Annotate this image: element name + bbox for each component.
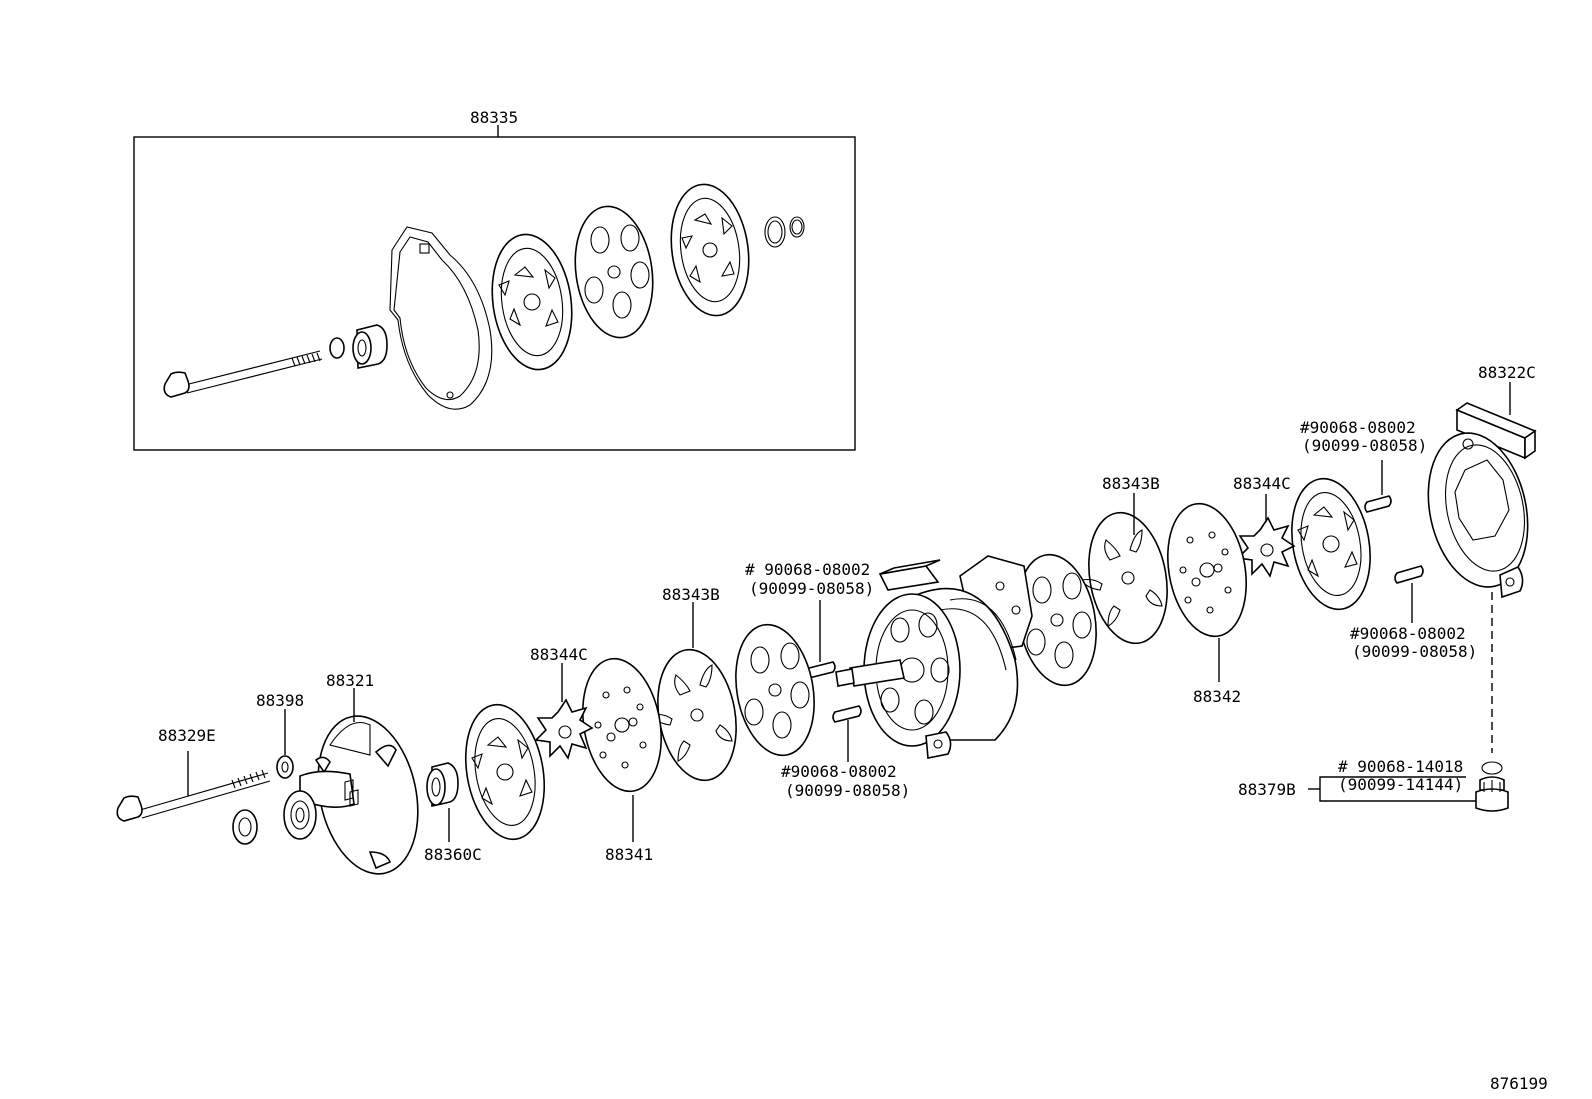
label-90099-08058-d[interactable]: (90099-08058) xyxy=(1352,642,1477,661)
label-88344c-left[interactable]: 88344C xyxy=(530,645,588,664)
kit-suction-reed-gasket[interactable] xyxy=(567,201,661,342)
label-90068-08002-d[interactable]: #90068-08002 xyxy=(1350,624,1466,643)
front-suction-reed-88341[interactable] xyxy=(573,652,671,797)
front-seal-ring[interactable] xyxy=(232,809,258,845)
drain-plug-o-ring[interactable] xyxy=(1481,761,1503,775)
kit-housing-gasket[interactable] xyxy=(389,226,493,410)
label-88360c[interactable]: 88360C xyxy=(424,845,482,864)
kit-o-ring-large[interactable] xyxy=(764,216,786,248)
label-88322c[interactable]: 88322C xyxy=(1478,363,1536,382)
label-90099-14144[interactable]: (90099-14144) xyxy=(1338,775,1463,794)
label-88344c-right[interactable]: 88344C xyxy=(1233,474,1291,493)
label-88329e[interactable]: 88329E xyxy=(158,726,216,745)
kit-washer[interactable] xyxy=(329,337,345,359)
cylinder-front-gasket[interactable] xyxy=(726,618,824,761)
drain-plug[interactable] xyxy=(1475,776,1509,812)
label-88342[interactable]: 88342 xyxy=(1193,687,1241,706)
cylinder-block-assembly[interactable] xyxy=(835,555,1033,759)
front-gasket-88343b[interactable] xyxy=(648,643,746,786)
label-90099-08058-a[interactable]: (90099-08058) xyxy=(1302,436,1427,455)
kit-o-ring-small[interactable] xyxy=(789,216,805,238)
kit-valve-plate[interactable] xyxy=(484,229,580,375)
rear-housing-88322c[interactable] xyxy=(1415,402,1541,599)
front-discharge-reed-88344c[interactable] xyxy=(534,698,594,760)
label-90068-08002-b[interactable]: # 90068-08002 xyxy=(745,560,870,579)
rear-suction-reed-88342[interactable] xyxy=(1158,497,1256,642)
label-88398[interactable]: 88398 xyxy=(256,691,304,710)
label-88343b-left[interactable]: 88343B xyxy=(662,585,720,604)
rear-discharge-reed-88344c[interactable] xyxy=(1236,516,1296,578)
label-90068-08002-c[interactable]: #90068-08002 xyxy=(781,762,897,781)
shaft-seal-88360c[interactable] xyxy=(426,762,459,807)
front-housing-88321[interactable] xyxy=(283,707,432,883)
label-90068-14018[interactable]: # 90068-14018 xyxy=(1338,757,1463,776)
pin-lower-center[interactable] xyxy=(832,705,862,723)
label-88379b[interactable]: 88379B xyxy=(1238,780,1296,799)
through-bolt-88329e[interactable] xyxy=(116,769,271,822)
washer-88398[interactable] xyxy=(276,755,294,779)
label-90068-08002-a[interactable]: #90068-08002 xyxy=(1300,418,1416,437)
kit-shaft-seal[interactable] xyxy=(352,324,388,369)
kit-through-bolt[interactable] xyxy=(163,350,323,398)
diagram-reference-number: 876199 xyxy=(1490,1074,1548,1093)
rear-gasket-88343b[interactable] xyxy=(1079,506,1177,649)
front-valve-plate[interactable] xyxy=(456,698,554,845)
label-88341[interactable]: 88341 xyxy=(605,845,653,864)
rear-valve-plate[interactable] xyxy=(1282,472,1380,615)
pin-upper-right[interactable] xyxy=(1364,495,1392,513)
gasket-kit-group: 88335 xyxy=(133,108,856,451)
kit-box-frame xyxy=(133,136,856,451)
label-90099-08058-c[interactable]: (90099-08058) xyxy=(785,781,910,800)
pin-lower-right[interactable] xyxy=(1394,565,1424,584)
label-88321[interactable]: 88321 xyxy=(326,671,374,690)
label-88343b-right[interactable]: 88343B xyxy=(1102,474,1160,493)
kit-label-88335[interactable]: 88335 xyxy=(470,108,518,127)
label-90099-08058-b[interactable]: (90099-08058) xyxy=(749,579,874,598)
kit-head-gasket[interactable] xyxy=(663,179,757,320)
